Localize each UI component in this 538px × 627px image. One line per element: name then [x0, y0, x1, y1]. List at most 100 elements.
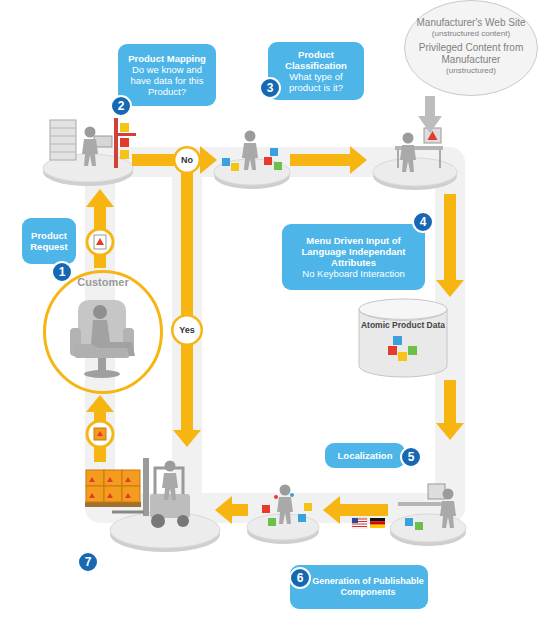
product-cube [274, 162, 282, 170]
source-note: (unstructured) [446, 66, 496, 76]
product-cube [304, 503, 312, 511]
node-outline [43, 270, 163, 394]
customer-text: Customer [77, 276, 128, 289]
product-cube [120, 123, 129, 132]
arrow-head [173, 430, 201, 447]
product-triangle [428, 131, 438, 140]
worker-figure [82, 127, 98, 167]
shipping-box [86, 470, 104, 486]
chair-stem [98, 358, 106, 372]
box-heading: Localization [338, 450, 393, 461]
shipping-box [94, 428, 106, 440]
source-text: Privileged Content from Manufacturer [404, 42, 538, 66]
cylinder-top [359, 299, 447, 319]
arrow-head [436, 280, 464, 297]
flag-canton [352, 518, 358, 523]
product-cube [298, 514, 306, 522]
platform-top [390, 514, 466, 542]
box-heading: Product Mapping [128, 53, 206, 64]
flag-band [370, 518, 385, 521]
pallet [85, 502, 141, 507]
callout-number: 4 [412, 211, 434, 233]
callout-number: 3 [259, 77, 281, 99]
product-cube [405, 518, 413, 526]
chair-base [84, 370, 120, 378]
shipping-box [104, 486, 122, 502]
process-box: Localization [325, 443, 405, 468]
figure-body [91, 320, 135, 356]
shipping-box [104, 470, 122, 486]
outline-ellipse [174, 147, 200, 173]
product-cube [262, 505, 270, 513]
callout-number: 5 [400, 446, 422, 468]
node-outline [358, 298, 448, 378]
shipping-box [122, 470, 140, 486]
database-text: Atomic Product Data [359, 320, 447, 330]
forklift-wheel [177, 515, 189, 527]
product-card [94, 235, 106, 249]
flow-arrow [94, 205, 106, 268]
forklift-wheel [151, 514, 165, 528]
box-heading: Menu Driven Input of Language Independan… [287, 235, 420, 268]
flow-arrow [338, 504, 388, 516]
process-box: Product Request [22, 218, 76, 264]
arrow-head [200, 146, 217, 174]
flag-stripes [352, 519, 367, 527]
source-cloud: Manufacturer's Web Site(unstructured con… [404, 0, 538, 96]
flow-arrow [132, 154, 202, 166]
decision-circle: No [173, 146, 201, 174]
platform [373, 158, 457, 190]
worker-figure [440, 489, 456, 529]
customer-circle: Customer [43, 270, 163, 394]
flow-arrow [94, 410, 106, 462]
shipping-box [86, 486, 104, 502]
arrow-head [350, 146, 367, 174]
box-text: No Keyboard Interaction [302, 268, 404, 279]
desk-top [398, 502, 446, 506]
box-text: Do we know and have data for this Produc… [123, 64, 211, 97]
customer-chair [70, 300, 135, 378]
box-text: What type of product is it? [273, 71, 359, 93]
product-cube [231, 163, 239, 171]
flow-arrow [181, 170, 193, 432]
flow-arrow [444, 380, 456, 425]
worker-figure [400, 133, 416, 173]
worker-figure [162, 461, 178, 501]
forklift-mast [143, 458, 149, 516]
icon-ring [87, 421, 113, 447]
product-cube [120, 138, 129, 147]
flow-arrow [444, 194, 456, 282]
shipping-box [122, 486, 140, 502]
product-cube [398, 352, 407, 361]
spark [290, 493, 294, 497]
product-triangle [97, 431, 103, 436]
outline-ellipse [405, 1, 538, 96]
spark [274, 495, 278, 499]
product-cube [222, 158, 230, 166]
flag-band [370, 521, 385, 524]
arrow-head [418, 116, 442, 133]
product-triangle [89, 477, 131, 498]
platform [390, 514, 466, 546]
product-cube [393, 336, 402, 345]
database-cylinder: Atomic Product Data [358, 298, 448, 378]
box-heading: Product Request [25, 230, 73, 252]
shelf-board [114, 133, 136, 136]
outline-ellipse [172, 315, 202, 345]
product-cube [270, 148, 278, 156]
icon-ring [87, 229, 113, 255]
product-cube [268, 518, 276, 526]
box-heading: Generation of Publishable Components [312, 576, 424, 598]
product-triangle [96, 238, 104, 245]
product-cube [408, 346, 417, 355]
forklift-forks [112, 511, 144, 514]
process-box: Product ClassificationWhat type of produ… [268, 42, 364, 100]
input-station [395, 128, 443, 172]
process-box: Generation of Publishable Components [290, 565, 428, 609]
callout-number: 2 [110, 95, 132, 117]
monitor [428, 484, 445, 499]
localization-station [398, 484, 456, 530]
flow-band [100, 162, 450, 508]
